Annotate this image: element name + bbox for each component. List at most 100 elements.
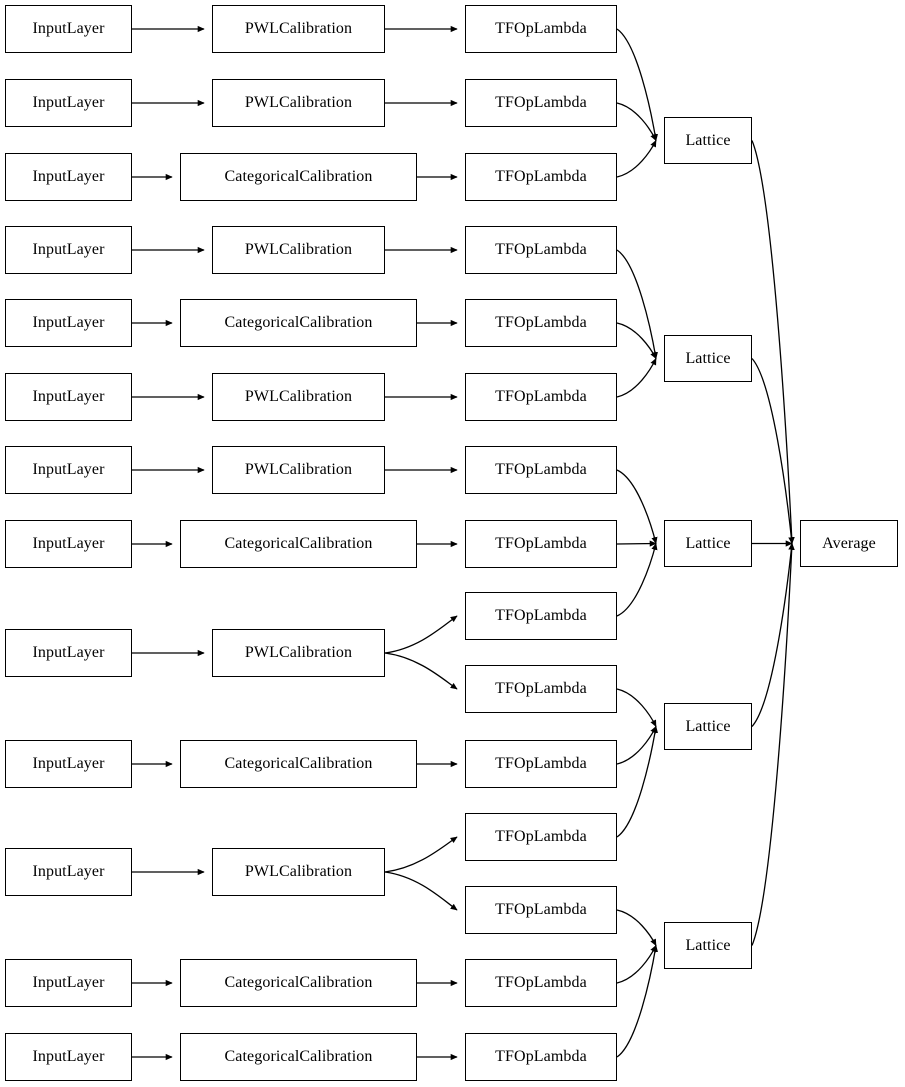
edge-op5-to-lat2 — [616, 322, 657, 360]
node-label: InputLayer — [32, 644, 105, 661]
node-label: TFOpLambda — [495, 974, 587, 991]
node-label: Lattice — [685, 131, 731, 149]
edge-op13-to-lat5 — [616, 909, 657, 947]
node-op5[interactable]: TFOpLambda — [465, 299, 617, 347]
node-in10[interactable]: InputLayer — [5, 740, 132, 788]
node-label: Lattice — [685, 534, 731, 552]
node-lat1[interactable]: Lattice — [664, 117, 752, 164]
node-cal11[interactable]: PWLCalibration — [212, 848, 385, 896]
edge-cal11-to-op12 — [384, 836, 458, 873]
node-in3[interactable]: InputLayer — [5, 153, 132, 201]
edge-op15-to-lat5 — [616, 944, 659, 1058]
node-label: TFOpLambda — [495, 461, 587, 478]
edge-op4-to-lat2 — [616, 249, 658, 360]
node-label: TFOpLambda — [495, 755, 587, 772]
edge-op2-to-lat1 — [616, 102, 657, 142]
node-cal2[interactable]: PWLCalibration — [212, 79, 385, 127]
node-label: Lattice — [685, 717, 731, 735]
node-cal6[interactable]: PWLCalibration — [212, 373, 385, 421]
node-in8[interactable]: InputLayer — [5, 520, 132, 568]
node-cal12[interactable]: CategoricalCalibration — [180, 959, 417, 1007]
node-label: TFOpLambda — [495, 828, 587, 845]
node-op8[interactable]: TFOpLambda — [465, 520, 617, 568]
node-label: CategoricalCalibration — [224, 314, 373, 331]
node-lat2[interactable]: Lattice — [664, 335, 752, 382]
node-label: TFOpLambda — [495, 607, 587, 624]
node-op6[interactable]: TFOpLambda — [465, 373, 617, 421]
edge-op10-to-lat4 — [616, 688, 657, 728]
node-op3[interactable]: TFOpLambda — [465, 153, 617, 201]
node-label: PWLCalibration — [244, 241, 353, 258]
node-label: InputLayer — [32, 388, 105, 405]
node-in5[interactable]: InputLayer — [5, 299, 132, 347]
edge-op11-to-lat4 — [616, 725, 657, 765]
node-label: Lattice — [685, 349, 731, 367]
node-label: InputLayer — [32, 1048, 105, 1065]
node-lat3[interactable]: Lattice — [664, 520, 752, 567]
node-in6[interactable]: InputLayer — [5, 373, 132, 421]
node-cal13[interactable]: CategoricalCalibration — [180, 1033, 417, 1081]
node-cal1[interactable]: PWLCalibration — [212, 5, 385, 53]
node-op1[interactable]: TFOpLambda — [465, 5, 617, 53]
node-avg[interactable]: Average — [800, 520, 898, 567]
node-cal5[interactable]: CategoricalCalibration — [180, 299, 417, 347]
edge-op1-to-lat1 — [616, 28, 659, 142]
node-op4[interactable]: TFOpLambda — [465, 226, 617, 274]
node-op13[interactable]: TFOpLambda — [465, 886, 617, 934]
node-in11[interactable]: InputLayer — [5, 848, 132, 896]
node-label: InputLayer — [32, 863, 105, 880]
node-label: InputLayer — [32, 241, 105, 258]
node-op2[interactable]: TFOpLambda — [465, 79, 617, 127]
node-label: PWLCalibration — [244, 863, 353, 880]
node-label: CategoricalCalibration — [224, 1048, 373, 1065]
node-cal3[interactable]: CategoricalCalibration — [180, 153, 417, 201]
node-op14[interactable]: TFOpLambda — [465, 959, 617, 1007]
node-label: Lattice — [685, 936, 731, 954]
node-cal7[interactable]: PWLCalibration — [212, 446, 385, 494]
edge-op6-to-lat2 — [616, 357, 657, 398]
node-cal4[interactable]: PWLCalibration — [212, 226, 385, 274]
node-op15[interactable]: TFOpLambda — [465, 1033, 617, 1081]
node-in2[interactable]: InputLayer — [5, 79, 132, 127]
node-label: InputLayer — [32, 168, 105, 185]
node-label: TFOpLambda — [495, 388, 587, 405]
node-label: InputLayer — [32, 755, 105, 772]
edge-lat4-to-avg — [751, 542, 795, 727]
node-cal9[interactable]: PWLCalibration — [212, 629, 385, 677]
node-cal10[interactable]: CategoricalCalibration — [180, 740, 417, 788]
node-in4[interactable]: InputLayer — [5, 226, 132, 274]
node-label: TFOpLambda — [495, 1048, 587, 1065]
node-op9[interactable]: TFOpLambda — [465, 592, 617, 640]
node-label: InputLayer — [32, 974, 105, 991]
edge-op7-to-lat3 — [616, 469, 658, 545]
edge-cal9-to-op10 — [384, 652, 458, 690]
node-op10[interactable]: TFOpLambda — [465, 665, 617, 713]
edge-op3-to-lat1 — [616, 139, 657, 178]
node-op7[interactable]: TFOpLambda — [465, 446, 617, 494]
node-lat5[interactable]: Lattice — [664, 922, 752, 969]
node-label: PWLCalibration — [244, 644, 353, 661]
node-label: InputLayer — [32, 94, 105, 111]
node-in7[interactable]: InputLayer — [5, 446, 132, 494]
node-cal8[interactable]: CategoricalCalibration — [180, 520, 417, 568]
edge-op12-to-lat4 — [616, 725, 659, 838]
node-label: InputLayer — [32, 535, 105, 552]
node-in12[interactable]: InputLayer — [5, 959, 132, 1007]
node-label: CategoricalCalibration — [224, 168, 373, 185]
node-op11[interactable]: TFOpLambda — [465, 740, 617, 788]
edge-op14-to-lat5 — [616, 944, 657, 984]
edge-cal11-to-op13 — [384, 871, 458, 911]
node-lat4[interactable]: Lattice — [664, 703, 752, 750]
edge-lat1-to-avg — [751, 140, 795, 545]
node-op12[interactable]: TFOpLambda — [465, 813, 617, 861]
node-in1[interactable]: InputLayer — [5, 5, 132, 53]
node-label: PWLCalibration — [244, 461, 353, 478]
node-in9[interactable]: InputLayer — [5, 629, 132, 677]
node-label: PWLCalibration — [244, 20, 353, 37]
node-label: TFOpLambda — [495, 680, 587, 697]
node-label: TFOpLambda — [495, 168, 587, 185]
node-in13[interactable]: InputLayer — [5, 1033, 132, 1081]
node-label: TFOpLambda — [495, 241, 587, 258]
